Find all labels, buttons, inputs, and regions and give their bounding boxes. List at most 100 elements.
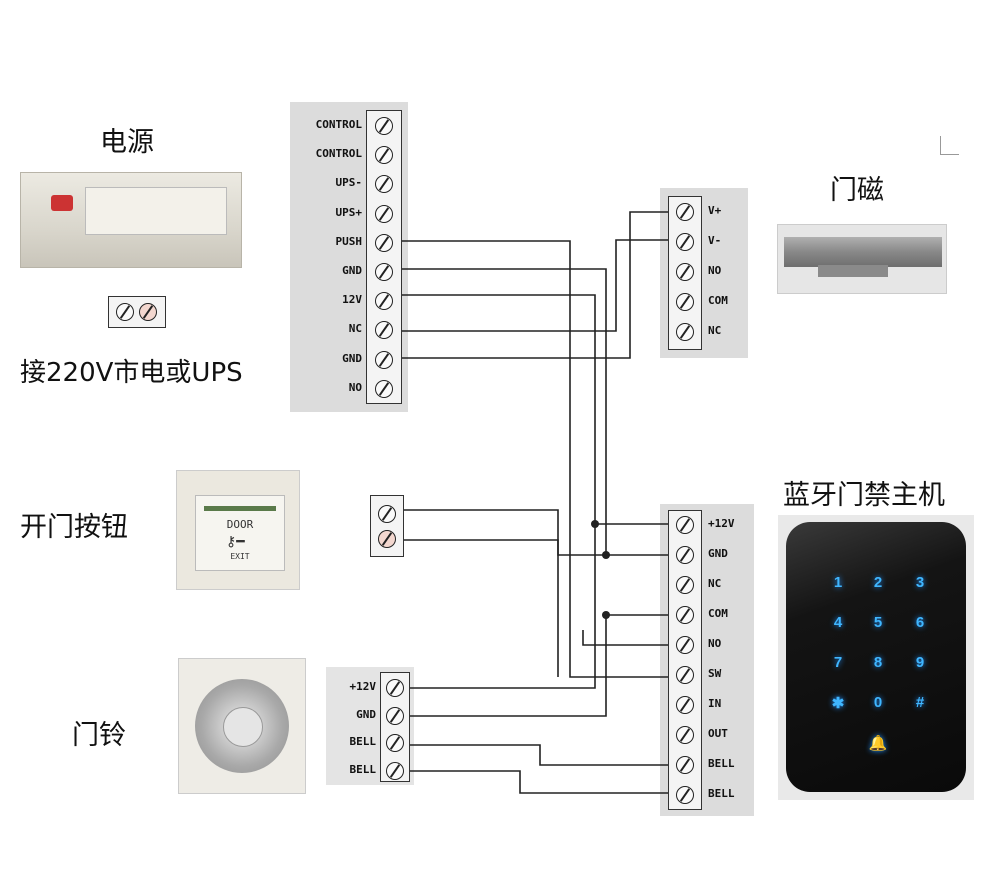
- screw-icon: [375, 204, 393, 223]
- screw-icon: [116, 303, 134, 321]
- wire-gnd-gnd: [402, 268, 668, 556]
- screw-icon: [375, 233, 393, 252]
- exit-button-image: DOOR ⚷━ EXIT: [176, 470, 300, 590]
- screw-icon: [676, 233, 694, 251]
- screw-icon: [139, 303, 157, 321]
- screw-icon: [386, 706, 404, 725]
- screw-icon: [378, 505, 396, 523]
- keypad-key[interactable]: ✱: [831, 695, 845, 712]
- junction-dot: [591, 520, 599, 528]
- bell-key-icon[interactable]: 🔔: [868, 735, 888, 752]
- terminal-label: V-: [708, 234, 722, 247]
- keypad-key[interactable]: 7: [833, 654, 843, 671]
- terminal-label: BELL: [708, 787, 735, 800]
- screw-icon: [375, 350, 393, 369]
- screw-icon: [676, 263, 694, 281]
- terminal-label: UPS-: [335, 176, 363, 190]
- keypad-key[interactable]: #: [915, 694, 925, 711]
- mains-input-terminal: [108, 296, 166, 328]
- keypad-key[interactable]: 6: [915, 614, 925, 631]
- wire-bell-1: [410, 744, 668, 766]
- label-sticker: [85, 187, 227, 235]
- terminal-label: GND: [708, 547, 728, 560]
- keypad-key[interactable]: 9: [915, 654, 925, 671]
- terminal-label: PUSH: [335, 234, 363, 248]
- screw-icon: [386, 679, 404, 697]
- power-supply-image: [20, 172, 242, 268]
- door-label: DOOR: [226, 518, 254, 531]
- magnetic-lock-image: [777, 224, 947, 294]
- wire-bell-12v: [410, 524, 596, 689]
- terminal-label: BELL: [349, 735, 377, 748]
- screw-icon: [676, 666, 694, 684]
- screw-icon: [676, 786, 694, 804]
- exit-button-title: 开门按钮: [20, 512, 128, 543]
- screw-icon: [375, 321, 393, 340]
- wire-no: [582, 630, 668, 646]
- terminal-label: NC: [348, 322, 362, 336]
- screw-icon: [676, 606, 694, 624]
- screw-icon: [676, 323, 694, 341]
- keypad-key[interactable]: 2: [873, 574, 883, 591]
- screw-icon: [676, 636, 694, 654]
- screw-icon: [375, 175, 393, 194]
- screw-icon: [676, 696, 694, 714]
- screw-icon: [386, 734, 404, 752]
- wire-gnd-vplus: [402, 211, 668, 359]
- screw-icon: [375, 117, 393, 135]
- keypad-device: 1 2 3 4 5 6 7 8 9 ✱ 0 # 🔔: [786, 522, 966, 792]
- terminal-label: NO: [708, 264, 722, 277]
- junction-dot: [602, 611, 610, 619]
- brand-logo-icon: [51, 195, 73, 211]
- screw-icon: [676, 756, 694, 774]
- terminal-label: NO: [348, 380, 362, 394]
- screw-icon: [375, 146, 393, 165]
- wire-bell-2: [410, 770, 668, 794]
- exit-button-plate: DOOR ⚷━ EXIT: [195, 495, 285, 571]
- screw-icon: [386, 761, 404, 780]
- terminal-label: NC: [708, 577, 722, 590]
- junction-dot: [602, 551, 610, 559]
- terminal-label: GND: [342, 351, 362, 365]
- terminal-label: +12V: [349, 680, 377, 693]
- keypad-key[interactable]: 8: [873, 654, 883, 671]
- screw-icon: [676, 546, 694, 564]
- keypad-key[interactable]: 1: [833, 574, 843, 591]
- wire-12v-plus12v: [402, 294, 668, 525]
- screw-icon: [375, 379, 393, 398]
- corner-mark: [940, 136, 959, 155]
- terminal-label: SW: [708, 667, 722, 680]
- doorbell-image: [178, 658, 306, 794]
- keypad-key[interactable]: 5: [873, 614, 883, 631]
- key-icon: ⚷━: [226, 534, 245, 550]
- wire-exit-1: [404, 509, 606, 556]
- screw-icon: [378, 530, 396, 548]
- screw-icon: [375, 292, 393, 311]
- terminal-label: OUT: [708, 727, 728, 740]
- exit-label: EXIT: [230, 552, 250, 561]
- screw-icon: [676, 203, 694, 221]
- keypad-key[interactable]: 3: [915, 574, 925, 591]
- doorbell-title: 门铃: [72, 720, 126, 751]
- door-sensor-title: 门磁: [830, 175, 884, 206]
- terminal-label: NO: [708, 637, 722, 650]
- keypad-key[interactable]: 0: [873, 694, 883, 711]
- exit-button-terminal: [370, 495, 404, 557]
- wire-push-sw: [402, 240, 668, 678]
- power-supply-title: 电源: [100, 127, 154, 158]
- magnet-bar: [784, 237, 942, 267]
- screw-icon: [375, 263, 393, 281]
- screw-icon: [676, 726, 694, 744]
- terminal-label: COM: [708, 607, 728, 620]
- speaker-icon: [223, 707, 263, 747]
- keypad-key[interactable]: 4: [833, 614, 843, 631]
- controller-title: 蓝牙门禁主机: [783, 480, 945, 511]
- terminal-label: CONTROL: [315, 118, 362, 131]
- screw-icon: [676, 516, 694, 534]
- terminal-label: GND: [356, 707, 376, 721]
- magnet-bracket: [818, 265, 888, 277]
- terminal-label: NC: [708, 324, 722, 337]
- wire-nc-vminus: [402, 239, 668, 332]
- terminal-label: UPS+: [335, 205, 363, 219]
